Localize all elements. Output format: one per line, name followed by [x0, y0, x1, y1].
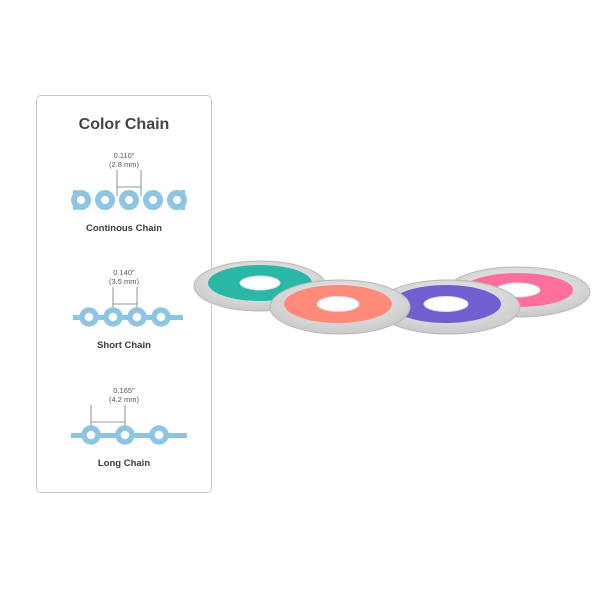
continuous-dim-inch: 0.110": [113, 151, 135, 160]
chain-spools-image: [193, 260, 591, 335]
continuous-dim-mm: (2.8 mm): [109, 160, 139, 169]
continuous-chain-diagram: [71, 170, 187, 210]
continuous-chain-label: Continous Chain: [86, 223, 162, 234]
long-dim-inch: 0.165": [113, 386, 135, 395]
long-chain-diagram: [71, 405, 187, 445]
short-chain-label: Short Chain: [97, 340, 151, 351]
long-chain-section: 0.165" (4.2 mm) Long Chain: [37, 386, 211, 471]
long-chain-label: Long Chain: [97, 458, 151, 469]
continuous-chain-section: 0.110" (2.8 mm) Continous Chain: [37, 151, 211, 236]
panel-title: Color Chain: [78, 116, 170, 133]
coral-spool: [269, 279, 411, 335]
short-dim-mm: (3.5 mm): [109, 277, 139, 286]
color-chain-panel: Color Chain 0.110" (2.8 mm) Continous Ch…: [36, 95, 212, 493]
short-chain-section: 0.140" (3.5 mm) Short Chain: [37, 268, 211, 353]
short-dim-inch: 0.140": [113, 268, 135, 277]
long-dim-mm: (4.2 mm): [109, 395, 139, 404]
short-chain-diagram: [73, 287, 183, 327]
